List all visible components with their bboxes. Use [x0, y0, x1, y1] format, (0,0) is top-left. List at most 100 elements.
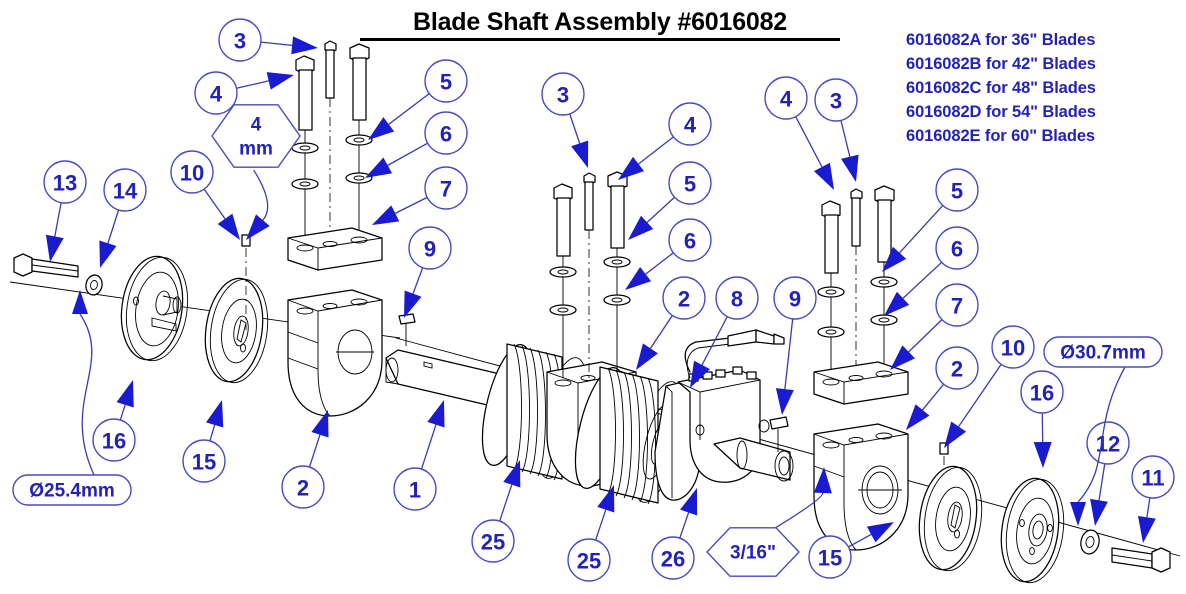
balloon-callout-5[interactable]: 5 — [628, 161, 712, 240]
balloon-circle[interactable] — [424, 59, 468, 103]
balloon-callout-9[interactable]: 9 — [404, 226, 452, 318]
hex-shape[interactable] — [211, 104, 301, 168]
balloon-callout-2[interactable]: 2 — [636, 276, 706, 370]
part-14-washer — [85, 274, 103, 296]
balloon-circle[interactable] — [773, 276, 817, 320]
hex-callout-hex-3-16[interactable]: 3/16" — [706, 467, 832, 577]
dimension-pill[interactable] — [1043, 336, 1163, 368]
balloon-callout-8[interactable]: 8 — [690, 276, 759, 388]
balloon-circle[interactable] — [935, 168, 979, 212]
balloon-circle[interactable] — [92, 418, 136, 462]
balloon-callout-6[interactable]: 6 — [625, 218, 712, 290]
balloon-callout-16[interactable]: 16 — [92, 380, 136, 462]
balloon-circle[interactable] — [408, 226, 452, 270]
balloon-circle[interactable] — [715, 276, 759, 320]
balloon-callout-16[interactable]: 16 — [1020, 370, 1064, 468]
balloon-7-27-leader-line — [908, 319, 943, 353]
fastener-stack-mid — [549, 171, 631, 378]
balloon-circle[interactable] — [935, 346, 979, 390]
balloon-1-12-arrowhead — [427, 400, 445, 428]
balloon-15-10-leader-line — [209, 424, 216, 442]
hex-leader-line — [253, 169, 269, 221]
balloon-circle[interactable] — [281, 465, 325, 509]
balloon-callout-6[interactable]: 6 — [365, 111, 468, 178]
balloon-callout-5[interactable]: 5 — [368, 59, 468, 140]
part-number-legend: 6016082A for 36" Blades 6016082B for 42"… — [906, 28, 1186, 148]
balloon-callout-4[interactable]: 4 — [194, 71, 294, 115]
balloon-callout-3[interactable]: 3 — [541, 72, 589, 168]
legend-line: 6016082E for 60" Blades — [906, 127, 1095, 145]
balloon-callout-3[interactable]: 3 — [218, 18, 318, 62]
balloon-circle[interactable] — [668, 218, 712, 262]
balloon-circle[interactable] — [814, 78, 858, 122]
balloon-circle[interactable] — [170, 150, 214, 194]
hex-callout-hex-4mm[interactable]: 4mm — [211, 104, 301, 240]
balloon-callout-25[interactable]: 25 — [567, 485, 615, 582]
balloon-callout-10[interactable]: 10 — [944, 325, 1035, 448]
balloon-callout-9[interactable]: 9 — [773, 276, 817, 415]
balloon-number: 10 — [1001, 336, 1025, 361]
balloon-callout-2[interactable]: 2 — [906, 346, 979, 430]
balloon-circle[interactable] — [218, 18, 262, 62]
balloon-callout-14[interactable]: 14 — [99, 168, 147, 268]
balloon-circle[interactable] — [991, 325, 1035, 369]
balloon-callout-2[interactable]: 2 — [281, 410, 329, 509]
balloon-16-9-arrowhead — [116, 380, 134, 408]
artwork-linework — [9, 40, 1181, 584]
balloon-circle[interactable] — [1086, 421, 1130, 465]
balloon-callout-10[interactable]: 10 — [170, 150, 240, 240]
balloon-callout-13[interactable]: 13 — [43, 160, 87, 262]
balloon-circle[interactable] — [43, 160, 87, 204]
balloon-callout-4[interactable]: 4 — [618, 102, 712, 180]
hex-leader-line — [768, 492, 824, 533]
balloon-circle[interactable] — [668, 161, 712, 205]
balloon-number: 6 — [951, 237, 963, 262]
balloon-circle[interactable] — [935, 226, 979, 270]
balloon-callout-26[interactable]: 26 — [651, 488, 698, 580]
balloon-circle[interactable] — [424, 166, 468, 210]
balloon-3-24-leader-line — [840, 120, 851, 157]
balloon-circle[interactable] — [651, 536, 695, 580]
balloon-circle[interactable] — [471, 519, 515, 563]
balloon-callout-1[interactable]: 1 — [393, 400, 445, 511]
balloon-circle[interactable] — [424, 111, 468, 155]
balloon-circle[interactable] — [935, 283, 979, 327]
balloon-callout-12[interactable]: 12 — [1086, 421, 1130, 526]
balloon-13-6-arrowhead — [45, 234, 64, 262]
dimension-callout-dim-25-4[interactable]: Ø25.4mm — [12, 290, 132, 506]
balloon-12-31-arrowhead — [1090, 498, 1108, 526]
balloon-circle[interactable] — [103, 168, 147, 212]
balloon-callout-4[interactable]: 4 — [764, 76, 834, 190]
balloon-circle[interactable] — [567, 538, 611, 582]
balloon-circle[interactable] — [1131, 455, 1175, 499]
balloon-circle[interactable] — [764, 76, 808, 120]
balloon-callout-7[interactable]: 7 — [372, 166, 468, 225]
balloon-circle[interactable] — [662, 276, 706, 320]
balloon-circle[interactable] — [541, 72, 585, 116]
balloon-circle[interactable] — [393, 467, 437, 511]
dimension-callout-dim-30-7[interactable]: Ø30.7mm — [1043, 336, 1163, 526]
balloon-callout-25[interactable]: 25 — [471, 460, 521, 563]
balloon-circle[interactable] — [1020, 370, 1064, 414]
balloon-circle[interactable] — [182, 439, 226, 483]
balloon-circle[interactable] — [808, 535, 852, 579]
balloon-5-18-arrowhead — [628, 215, 654, 240]
balloon-6-26-arrowhead — [884, 291, 910, 316]
hex-shape[interactable] — [706, 527, 800, 577]
balloon-callout-15[interactable]: 15 — [182, 400, 226, 483]
part-16-pulley-left — [120, 255, 189, 362]
balloon-circle[interactable] — [194, 71, 238, 115]
dimension-pill[interactable] — [12, 474, 132, 506]
balloon-4-17-arrowhead — [618, 156, 645, 180]
balloon-number: 13 — [53, 171, 77, 196]
balloon-callout-5[interactable]: 5 — [882, 168, 979, 272]
balloon-callout-6[interactable]: 6 — [884, 226, 979, 316]
balloon-callout-11[interactable]: 11 — [1131, 455, 1175, 543]
balloon-circle[interactable] — [668, 102, 712, 146]
balloon-callout-7[interactable]: 7 — [890, 283, 979, 370]
balloon-callout-15[interactable]: 15 — [808, 522, 894, 579]
dimension-text: Ø30.7mm — [1060, 343, 1146, 364]
balloon-callout-3[interactable]: 3 — [814, 78, 859, 182]
